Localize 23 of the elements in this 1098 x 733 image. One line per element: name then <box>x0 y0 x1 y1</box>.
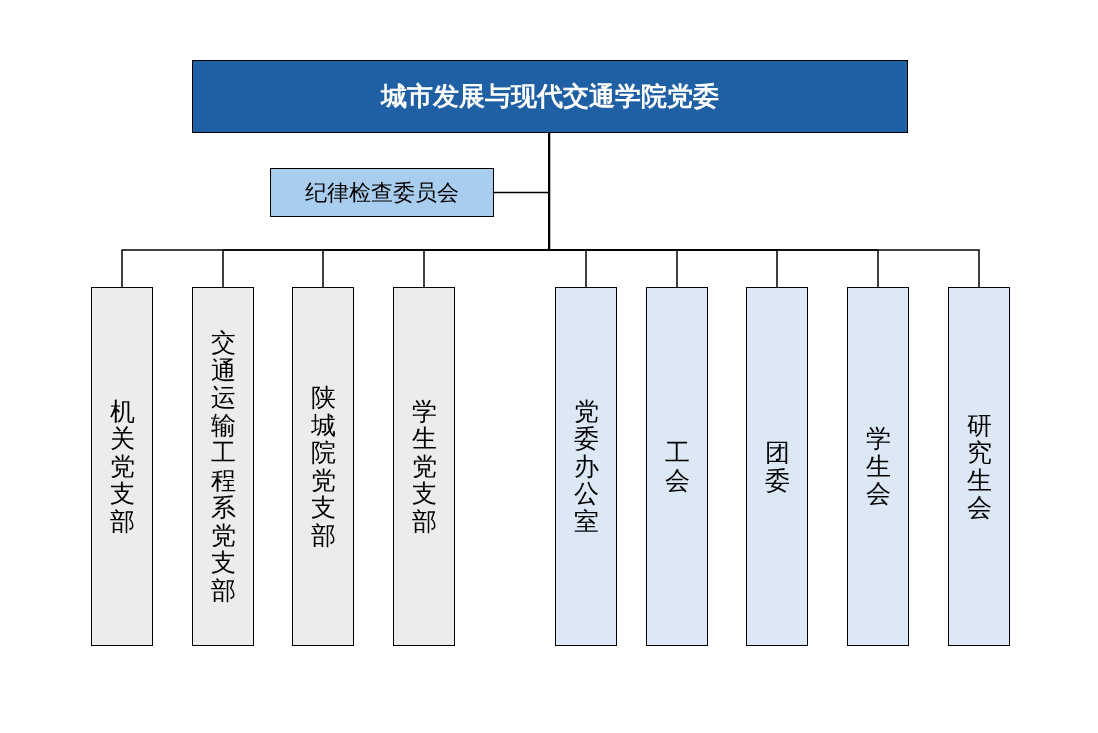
box-label: 机关党支部 <box>109 397 135 536</box>
box-label: 城市发展与现代交通学院党委 <box>381 80 719 113</box>
header-box <box>192 60 908 133</box>
connector-line <box>548 132 980 288</box>
box-label: 工会 <box>664 439 690 494</box>
unit-box <box>555 287 617 646</box>
unit-box <box>393 287 455 646</box>
box-label: 学生党支部 <box>411 397 437 536</box>
box-label: 团委 <box>764 439 790 494</box>
unit-box <box>91 287 153 646</box>
unit-box <box>192 287 254 646</box>
committee-box <box>270 168 494 217</box>
unit-box <box>746 287 808 646</box>
box-label: 学生会 <box>865 425 891 508</box>
unit-box <box>646 287 708 646</box>
box-label: 陕城院党支部 <box>310 384 336 549</box>
unit-box <box>847 287 909 646</box>
unit-box <box>948 287 1010 646</box>
unit-box <box>292 287 354 646</box>
box-label: 党委办公室 <box>573 397 599 536</box>
box-label: 纪律检查委员会 <box>305 179 459 207</box>
box-label: 研究生会 <box>966 411 992 522</box>
box-label: 交通运输工程系党支部 <box>210 329 236 604</box>
